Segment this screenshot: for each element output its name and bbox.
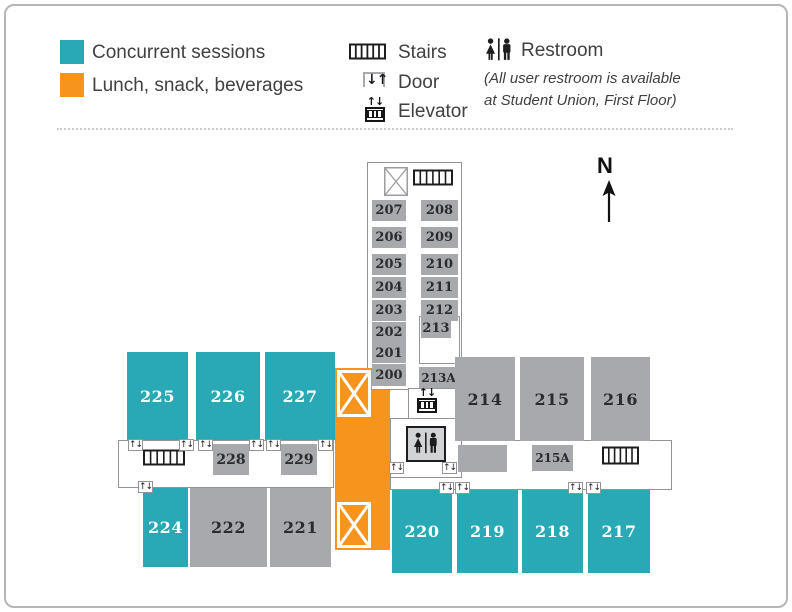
door-icon-under-226-right: [249, 439, 264, 451]
legend-label-elevator: Elevator: [398, 101, 468, 122]
restroom-note-line2: at Student Union, First Floor): [484, 92, 677, 109]
north-arrow: [602, 180, 616, 222]
room-unlabeled: [458, 445, 507, 472]
room-203: 203: [372, 300, 406, 321]
legend-label-lunch: Lunch, snack, beverages: [92, 75, 304, 96]
room-229: 229: [281, 444, 317, 475]
room-214: 214: [455, 357, 515, 441]
orange-lobby-main: [335, 368, 372, 550]
room-206: 206: [372, 227, 406, 248]
door-icon-above-217: [586, 482, 601, 494]
orange-lobby-extension: [372, 390, 390, 550]
room-215a: 215A: [532, 445, 573, 471]
shaft-x-icon-north: [337, 370, 371, 417]
restroom-icon-legend: [486, 38, 511, 61]
restroom-sign-map: [406, 426, 446, 462]
room-213: 213: [421, 318, 451, 338]
room-228: 228: [213, 444, 249, 475]
legend-swatch-lunch: [60, 73, 84, 97]
legend-swatch-concurrent: [60, 40, 84, 64]
room-208: 208: [421, 200, 458, 221]
door-icon-under-227-left: [266, 439, 281, 451]
room-226: 226: [196, 352, 260, 440]
stairs-icon-legend: [349, 43, 386, 60]
room-213a: 213A: [419, 367, 458, 388]
elevator-icon-map: ↑↓: [417, 386, 437, 413]
stairs-icon-north: [413, 169, 453, 186]
room-218: 218: [522, 490, 583, 573]
legend-label-concurrent: Concurrent sessions: [92, 42, 266, 63]
door-icon-above-224: [138, 481, 153, 493]
room-212: 212: [421, 300, 458, 321]
legend-separator: [57, 128, 733, 130]
room-224: 224: [143, 488, 188, 567]
room-221: 221: [270, 488, 331, 567]
door-icon-legend: [363, 72, 387, 88]
compass-north-label: N: [597, 153, 614, 178]
door-icon-under-226-left: [198, 439, 213, 451]
stairs-icon-west: [143, 449, 185, 466]
door-icon-above-218: [568, 482, 583, 494]
room-215: 215: [520, 357, 584, 441]
room-201: 201: [372, 343, 406, 363]
door-icon-under-225-left: [128, 439, 143, 451]
door-icon-above-220: [439, 482, 454, 494]
restroom-note-line1: (All user restroom is available: [484, 70, 681, 87]
shaft-x-icon-south: [337, 502, 371, 548]
room-217: 217: [588, 490, 650, 573]
door-icon-restroom-left: [389, 462, 404, 474]
elevator-arrows: ↑↓: [418, 386, 436, 399]
room-219: 219: [457, 490, 518, 573]
room-216: 216: [591, 357, 650, 441]
room-211: 211: [421, 277, 458, 298]
room-200: 200: [372, 364, 406, 386]
room-209: 209: [421, 227, 458, 248]
door-icon-above-219: [455, 482, 470, 494]
elevator-arrows: ↑↓: [366, 95, 384, 108]
room-210: 210: [421, 254, 458, 275]
room-220: 220: [392, 490, 452, 573]
stairs-icon-east: [602, 446, 639, 465]
room-227: 227: [265, 352, 335, 440]
room-207: 207: [372, 200, 406, 221]
legend-label-stairs: Stairs: [398, 42, 447, 63]
elevator-icon-legend: ↑↓: [365, 95, 385, 122]
room-222: 222: [190, 488, 267, 567]
room-205: 205: [372, 254, 406, 275]
room-204: 204: [372, 277, 406, 298]
door-icon-under-225-right: [179, 439, 194, 451]
shaft-x-icon-top: [384, 167, 408, 196]
legend-label-door: Door: [398, 72, 440, 93]
door-icon-restroom-right: [442, 462, 457, 474]
restroom-icon-map: [413, 432, 437, 454]
legend-label-restroom: Restroom: [521, 40, 604, 61]
room-225: 225: [127, 352, 188, 440]
door-icon-under-227-right: [318, 439, 333, 451]
room-202: 202: [372, 322, 406, 343]
